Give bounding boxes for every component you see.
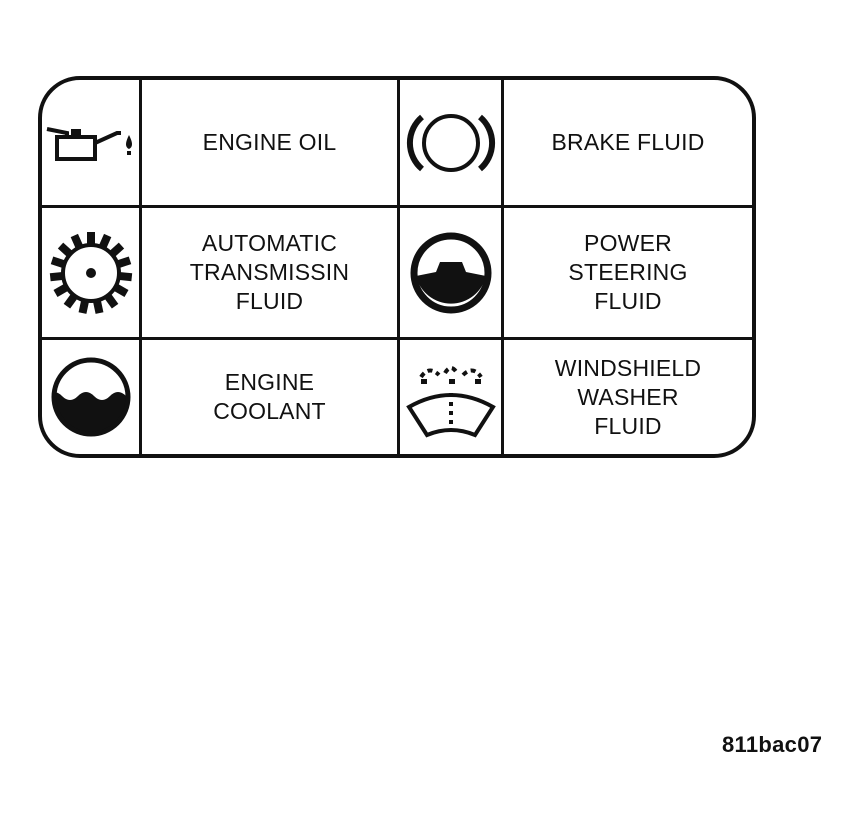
label-line: FLUID (235, 288, 304, 314)
figure-id: 811bac07 (722, 732, 823, 757)
oil-can-icon (45, 113, 137, 173)
engine-coolant-label: ENGINE COOLANT (142, 340, 400, 454)
power-steering-label: POWER STEERING FLUID (504, 208, 752, 340)
label-line: FLUID (594, 412, 662, 439)
fluid-chart: ENGINE OIL BRAKE FLUID (38, 76, 756, 458)
brake-fluid-label: BRAKE FLUID (504, 80, 752, 208)
washer-fluid-icon-cell (400, 340, 504, 454)
transmission-fluid-label: AUTOMATIC TRANSMISSIN FLUID (142, 208, 400, 340)
label-line: ENGINE (224, 369, 315, 395)
windshield-washer-icon (403, 349, 499, 445)
engine-oil-icon-cell (42, 80, 142, 208)
label-line: ENGINE OIL (202, 129, 337, 155)
label-line: WINDSHIELD (554, 354, 702, 381)
label-line: AUTOMATIC (201, 230, 338, 256)
label-line: TRANSMISSIN (189, 259, 350, 285)
label-line: COOLANT (213, 398, 326, 424)
label-line: FLUID (594, 288, 662, 314)
steering-wheel-icon (406, 228, 496, 318)
gear-icon (46, 228, 136, 318)
engine-oil-label: ENGINE OIL (142, 80, 400, 208)
label-line: BRAKE FLUID (551, 129, 705, 155)
label-line: STEERING (568, 259, 688, 285)
label-line: WASHER (577, 383, 679, 410)
brake-fluid-icon-cell (400, 80, 504, 208)
power-steering-icon-cell (400, 208, 504, 340)
transmission-fluid-icon-cell (42, 208, 142, 340)
washer-fluid-label: WINDSHIELD WASHER FLUID (504, 340, 752, 454)
brake-fluid-icon (406, 103, 496, 183)
engine-coolant-icon-cell (42, 340, 142, 454)
label-line: POWER (584, 230, 672, 256)
coolant-icon (46, 352, 136, 442)
